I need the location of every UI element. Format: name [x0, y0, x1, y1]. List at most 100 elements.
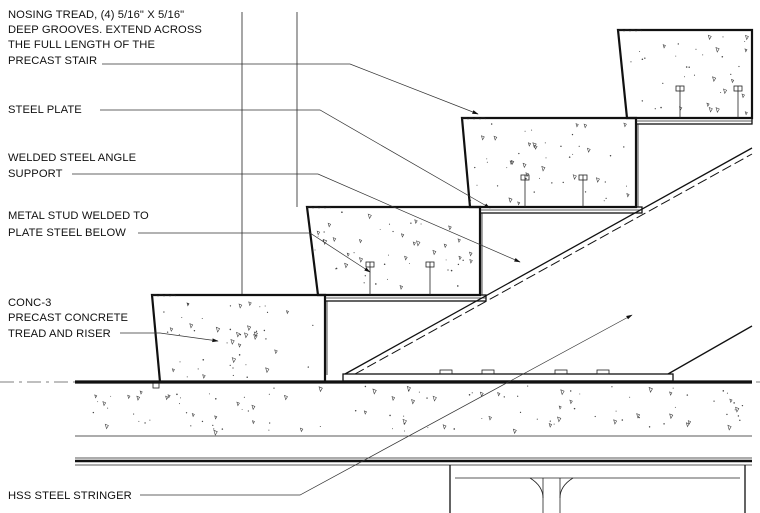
- speck-dot: [486, 158, 488, 160]
- speck-aggregate: [286, 310, 289, 315]
- speck-aggregate: [569, 399, 573, 405]
- speck-aggregate: [94, 394, 98, 399]
- speck-dot: [544, 142, 546, 144]
- speck-aggregate: [558, 405, 562, 410]
- speck-aggregate: [735, 406, 740, 413]
- speck-dot: [264, 305, 266, 307]
- speck-dot: [609, 154, 612, 157]
- speck-dot: [722, 36, 724, 38]
- speck-aggregate: [583, 123, 588, 129]
- label-steel-plate: STEEL PLATE: [8, 104, 82, 116]
- speck-dot: [407, 390, 410, 392]
- leader-stud: [138, 232, 371, 273]
- speck-dot: [490, 123, 493, 125]
- hss-column: [449, 465, 746, 513]
- speck-dot: [185, 412, 188, 414]
- speck-dot: [471, 392, 473, 394]
- speck-dot: [273, 387, 275, 389]
- speck-dot: [568, 156, 571, 158]
- speck-dot: [243, 396, 245, 398]
- speck-aggregate: [139, 390, 143, 395]
- speck-dot: [571, 133, 574, 136]
- speck-aggregate: [238, 343, 242, 348]
- speck-dot: [229, 328, 232, 331]
- speck-dot: [364, 385, 367, 388]
- speck-dot: [379, 228, 381, 230]
- speck-aggregate: [715, 46, 720, 53]
- speck-dot: [426, 397, 428, 399]
- speck-dot: [163, 311, 165, 313]
- speck-dot: [238, 354, 241, 356]
- speck-dot: [525, 177, 527, 180]
- speck-aggregate: [687, 420, 692, 425]
- speck-aggregate: [299, 427, 304, 433]
- speck-aggregate: [238, 303, 243, 309]
- speck-aggregate: [532, 142, 537, 149]
- speck-dot: [605, 197, 607, 199]
- speck-aggregate: [744, 111, 748, 116]
- speck-dot: [215, 398, 217, 400]
- speck-aggregate: [404, 255, 408, 261]
- speck-dot: [730, 73, 732, 75]
- speck-aggregate: [102, 401, 107, 407]
- label-nosing-4: PRECAST STAIR: [8, 55, 97, 67]
- speck-dot: [317, 235, 319, 237]
- speck-dot: [229, 364, 231, 367]
- speck-dot: [474, 166, 476, 169]
- speck-dot: [265, 338, 267, 340]
- speck-dot: [226, 342, 228, 344]
- speck-aggregate: [236, 401, 240, 407]
- speck-dot: [107, 407, 109, 409]
- speck-aggregate: [548, 423, 553, 428]
- speck-dot: [213, 428, 215, 430]
- speck-dot: [202, 359, 205, 361]
- speck-aggregate: [432, 395, 437, 402]
- speck-aggregate: [744, 48, 748, 53]
- speck-dot: [149, 419, 151, 421]
- speck-dot: [615, 410, 617, 412]
- speck-dot: [179, 361, 181, 363]
- speck-dot: [648, 426, 651, 428]
- speck-dot: [629, 396, 631, 398]
- speck-dot: [133, 413, 135, 415]
- speck-dot: [579, 393, 581, 395]
- speck-dot: [503, 396, 505, 398]
- speck-aggregate: [244, 332, 249, 339]
- label-stud-2: PLATE STEEL BELOW: [8, 227, 126, 239]
- speck-dot: [721, 55, 724, 58]
- label-nosing-2: DEEP GROOVES. EXTEND ACROSS: [8, 24, 202, 36]
- speck-aggregate: [358, 239, 363, 244]
- angle-support-legs: [326, 124, 639, 375]
- leader-lines: [72, 63, 633, 496]
- speck-dot: [408, 263, 410, 265]
- speck-dot: [672, 387, 674, 389]
- speck-aggregate: [346, 252, 350, 257]
- speck-aggregate: [723, 88, 728, 95]
- speck-aggregate: [443, 243, 447, 249]
- speck-dot: [468, 394, 471, 396]
- speck-dot: [190, 425, 192, 427]
- speck-dot: [179, 397, 181, 399]
- label-stud-1: METAL STUD WELDED TO: [8, 210, 149, 222]
- speck-dot: [693, 74, 696, 76]
- speck-aggregate: [497, 392, 501, 397]
- speck-dot: [685, 66, 688, 68]
- speck-dot: [654, 108, 656, 110]
- speck-aggregate: [572, 174, 577, 180]
- speck-aggregate: [169, 327, 174, 332]
- speck-dot: [527, 385, 529, 387]
- speck-aggregate: [265, 367, 270, 374]
- speck-dot: [138, 420, 140, 422]
- speck-dot: [364, 275, 366, 277]
- speck-dot: [388, 223, 391, 225]
- speck-dot: [403, 422, 406, 425]
- speck-aggregate: [510, 159, 515, 166]
- speck-dot: [259, 306, 261, 308]
- speck-aggregate: [402, 418, 407, 425]
- speck-aggregate: [372, 388, 377, 395]
- speck-aggregate: [359, 257, 363, 263]
- speck-aggregate: [253, 333, 258, 341]
- speck-dot: [572, 153, 574, 155]
- speck-dot: [375, 283, 377, 285]
